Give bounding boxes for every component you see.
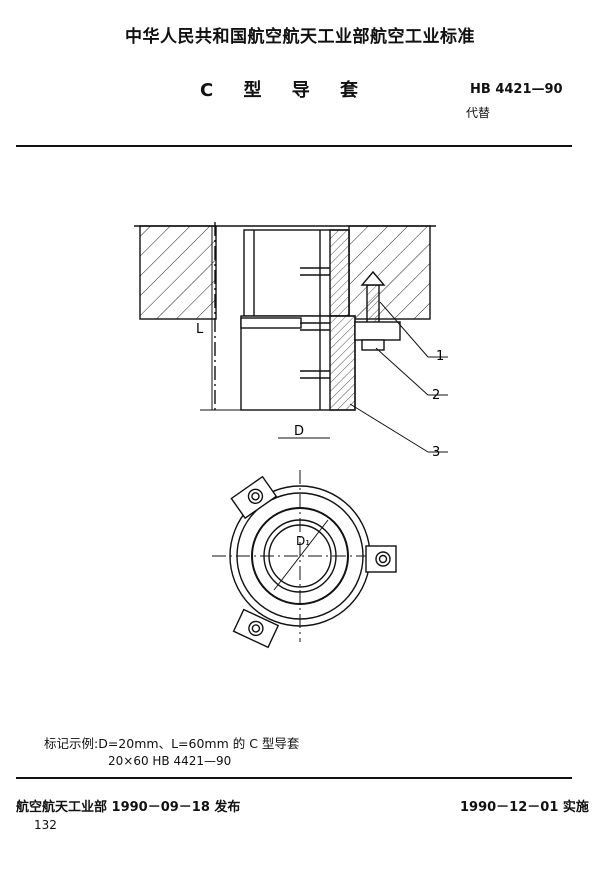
marking-example: 标记示例:D=20mm、L=60mm 的 C 型导套 xyxy=(44,736,300,751)
effective-date: 1990－12－01 实施 xyxy=(460,800,589,815)
organization-title: 中华人民共和国航空航天工业部航空工业标准 xyxy=(125,27,475,47)
replaces-label: 代替 xyxy=(466,106,491,120)
standard-number: HB 4421—90 xyxy=(470,82,563,97)
page-number: 132 xyxy=(34,818,57,832)
footer-divider xyxy=(16,777,572,779)
label-part-2: 2 xyxy=(432,388,440,403)
label-part-3: 3 xyxy=(432,445,440,460)
document-title: C 型 导 套 xyxy=(200,80,371,101)
label-d: D xyxy=(294,424,304,439)
label-l: L xyxy=(196,322,204,337)
label-d1: D₁ xyxy=(296,534,310,548)
technical-drawing: L D D₁ 1 2 3 xyxy=(134,222,448,649)
issued-date: 航空航天工业部 1990－09－18 发布 xyxy=(16,800,241,815)
label-part-1: 1 xyxy=(436,349,444,364)
section-view xyxy=(134,222,448,453)
header-divider xyxy=(16,145,572,147)
plan-view xyxy=(212,470,397,649)
marking-example-value: 20×60 HB 4421—90 xyxy=(108,754,232,768)
